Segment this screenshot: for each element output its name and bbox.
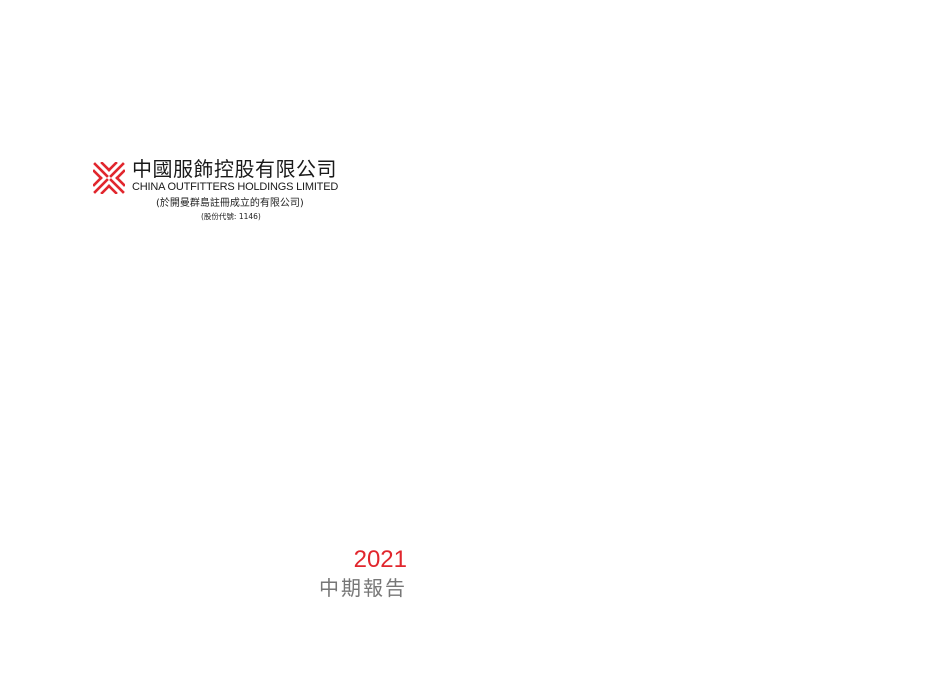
incorporation-note: (於開曼群島註冊成立的有限公司) [156,198,304,209]
logo-lattice [93,162,125,194]
company-name-chinese: 中國服飾控股有限公司 [132,157,337,181]
stock-code-note: (股份代號: 1146) [201,212,261,221]
company-name-english: CHINA OUTFITTERS HOLDINGS LIMITED [132,181,339,193]
company-logo-icon [93,162,125,194]
report-year: 2021 [353,546,407,573]
report-title: 中期報告 [319,576,407,600]
